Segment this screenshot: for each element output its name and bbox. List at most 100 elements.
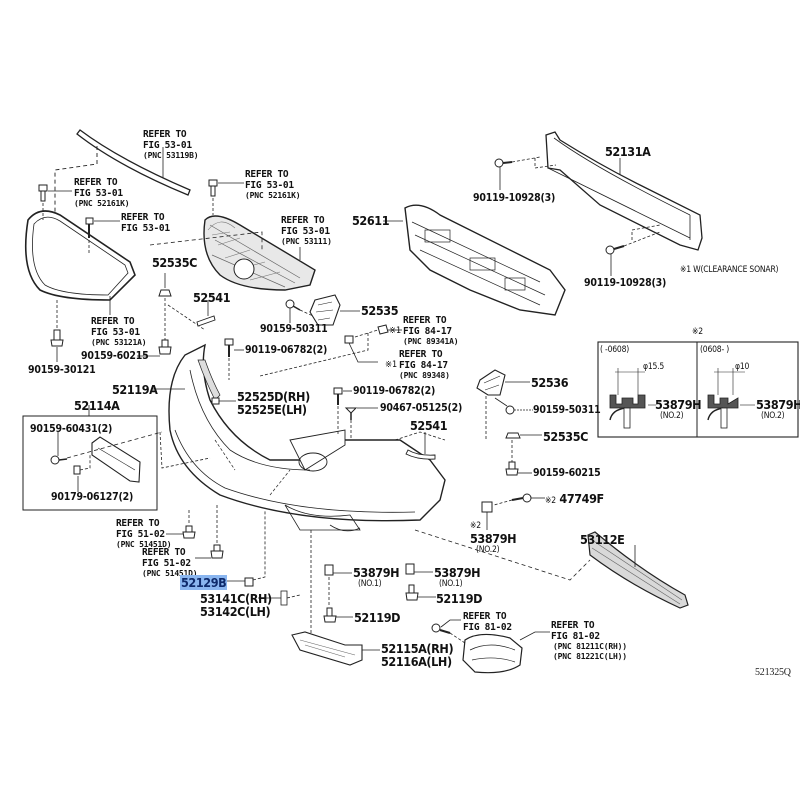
part-90119-10928-a[interactable]: 90119-10928(3) — [473, 192, 556, 204]
refer-fig: FIG 53-01 — [121, 222, 170, 234]
refer-pnc: (PNC 89341A) — [403, 337, 459, 346]
refer-52161k-center[interactable]: REFER TO FIG 53-01 (PNC 52161K) — [245, 169, 301, 201]
note2-mark: ※2 — [545, 496, 556, 506]
note2-right-dim: φ10 — [735, 362, 750, 372]
sensor-bolt-icon — [511, 493, 532, 503]
refer-fig: FIG 81-02 — [551, 630, 600, 642]
part-52115a-rh: 52115A(RH) — [381, 641, 454, 656]
refer-8102-bolt[interactable]: REFER TO FIG 81-02 — [463, 611, 512, 633]
refer-label: REFER TO — [116, 518, 160, 529]
note2-left-dim: φ15.5 — [643, 362, 665, 372]
part-53879h-number: 53879H — [470, 531, 517, 546]
bumper-cover — [168, 343, 446, 532]
refer-fig: FIG 53-01 — [281, 225, 330, 237]
sensor-holder-icon — [481, 501, 493, 513]
note2-right-part[interactable]: 53879H (NO.2) — [756, 398, 800, 422]
refer-fig: FIG 81-02 — [463, 621, 512, 633]
part-52541-top[interactable]: 52541 — [193, 290, 231, 305]
part-52525d[interactable]: 52525D(RH) 52525E(LH) — [237, 390, 310, 416]
part-52119d-a[interactable]: 52119D — [354, 610, 401, 625]
refer-53119b[interactable]: REFER TO FIG 53-01 (PNC 53119B) — [143, 129, 199, 161]
refer-pnc: (PNC 53119B) — [143, 151, 199, 160]
part-90119-06782-a[interactable]: 90119-06782(2) — [245, 344, 328, 356]
part-52535c-right[interactable]: 52535C — [543, 429, 588, 444]
refer-fig: FIG 53-01 — [143, 139, 192, 151]
note2-right-part-number: 53879H — [756, 397, 800, 412]
part-52131a[interactable]: 52131A — [605, 144, 651, 159]
note2-detail-box — [597, 341, 799, 438]
note2-left-part[interactable]: 53879H (NO.2) — [655, 397, 702, 422]
cap-icon — [244, 577, 254, 587]
refer-51451d-b[interactable]: REFER TO FIG 51-02 (PNC 51451D) — [142, 547, 198, 579]
bolt-icon — [405, 584, 419, 601]
refer-pnc: (PNC 51451D) — [142, 569, 198, 578]
part-53879h-no1-b[interactable]: 53879H (NO.1) — [434, 565, 481, 590]
sonar-sensor-icon — [344, 335, 354, 344]
part-52129b-highlighted[interactable]: 52129B — [180, 575, 228, 590]
part-90159-60215-right[interactable]: 90159-60215 — [533, 467, 601, 479]
part-52119a[interactable]: 52119A — [112, 382, 158, 397]
refer-51451d-a[interactable]: REFER TO FIG 51-02 (PNC 51451D) — [116, 518, 172, 550]
bolt-icon — [333, 387, 343, 405]
nut-icon — [73, 465, 81, 475]
refer-53111[interactable]: REFER TO FIG 53-01 (PNC 53111) — [281, 215, 332, 247]
grille-frame-left — [24, 210, 136, 301]
refer-label: REFER TO — [91, 316, 135, 327]
part-90159-30121[interactable]: 90159-30121 — [28, 364, 96, 376]
refer-52161k-left[interactable]: REFER TO FIG 53-01 (PNC 52161K) — [74, 177, 130, 209]
refer-pnc: (PNC 53121A) — [91, 338, 147, 347]
clip-icon — [324, 564, 334, 576]
part-52536[interactable]: 52536 — [531, 375, 569, 390]
part-47749f[interactable]: ※2 47749F — [545, 492, 604, 508]
part-90119-06782-b[interactable]: 90119-06782(2) — [353, 385, 436, 397]
part-53879h-no1-a[interactable]: 53879H (NO.1) — [353, 566, 400, 590]
part-90119-10928-b[interactable]: 90119-10928(3) — [584, 277, 667, 289]
part-52535[interactable]: 52535 — [361, 303, 399, 318]
note2-mark: ※2 — [470, 521, 481, 531]
refer-fig: FIG 84-17 — [399, 359, 448, 371]
part-90159-60215-left[interactable]: 90159-60215 — [81, 350, 149, 362]
bolt-icon — [494, 158, 513, 168]
bolt-icon — [323, 607, 337, 623]
refer-pnc: (PNC 89348) — [399, 371, 450, 380]
refer-5301-left[interactable]: REFER TO FIG 53-01 — [121, 212, 170, 234]
sonar-retainer-icon — [377, 324, 389, 335]
note1-mark: ※1 — [389, 326, 401, 336]
part-52611[interactable]: 52611 — [352, 213, 390, 228]
screw-icon — [344, 407, 358, 420]
clip-icon — [211, 397, 220, 405]
part-90179-06127[interactable]: 90179-06127(2) — [51, 491, 134, 503]
part-53879h-number: 53879H — [434, 565, 481, 580]
part-90159-50311-a[interactable]: 90159-50311 — [260, 323, 328, 335]
part-53112e[interactable]: 53112E — [580, 532, 625, 547]
refer-pnc: (PNC 53111) — [281, 237, 332, 246]
refer-53121a[interactable]: REFER TO FIG 53-01 (PNC 53121A) — [91, 316, 147, 348]
part-52114a[interactable]: 52114A — [74, 398, 120, 413]
bolt-icon — [158, 339, 172, 355]
part-52119d-b[interactable]: 52119D — [436, 591, 483, 606]
part-90159-60431[interactable]: 90159-60431(2) — [30, 423, 113, 435]
clip-icon — [158, 289, 172, 297]
refer-label: REFER TO — [281, 215, 325, 226]
refer-fig: FIG 53-01 — [91, 326, 140, 338]
part-53141c[interactable]: 53141C(RH) 53142C(LH) — [200, 592, 272, 618]
part-52535c-top[interactable]: 52535C — [152, 255, 197, 270]
part-53879h-sub: (NO.1) — [358, 579, 382, 589]
bolt-icon — [224, 338, 234, 357]
refer-pnc-rh: (PNC 81211C(RH)) — [553, 642, 627, 651]
part-90467-05125[interactable]: 90467-05125(2) — [380, 402, 463, 414]
refer-label: REFER TO — [551, 620, 595, 631]
part-53879h-no2[interactable]: ※2 53879H (NO.2) — [470, 521, 517, 556]
bolt-icon — [431, 623, 451, 634]
clip-icon — [405, 563, 415, 575]
refer-8102-lamp[interactable]: REFER TO FIG 81-02 (PNC 81211C(RH)) (PNC… — [551, 620, 627, 662]
part-52115a[interactable]: 52115A(RH) 52116A(LH) — [381, 641, 454, 669]
part-52116a-lh: 52116A(LH) — [381, 654, 452, 669]
refer-label: REFER TO — [463, 611, 507, 622]
note2-left-part-number: 53879H — [655, 397, 702, 412]
part-52541-mid[interactable]: 52541 — [410, 418, 448, 433]
part-90159-50311-b[interactable]: 90159-50311 — [533, 404, 601, 416]
note2-right-part-sub: (NO.2) — [761, 411, 785, 421]
